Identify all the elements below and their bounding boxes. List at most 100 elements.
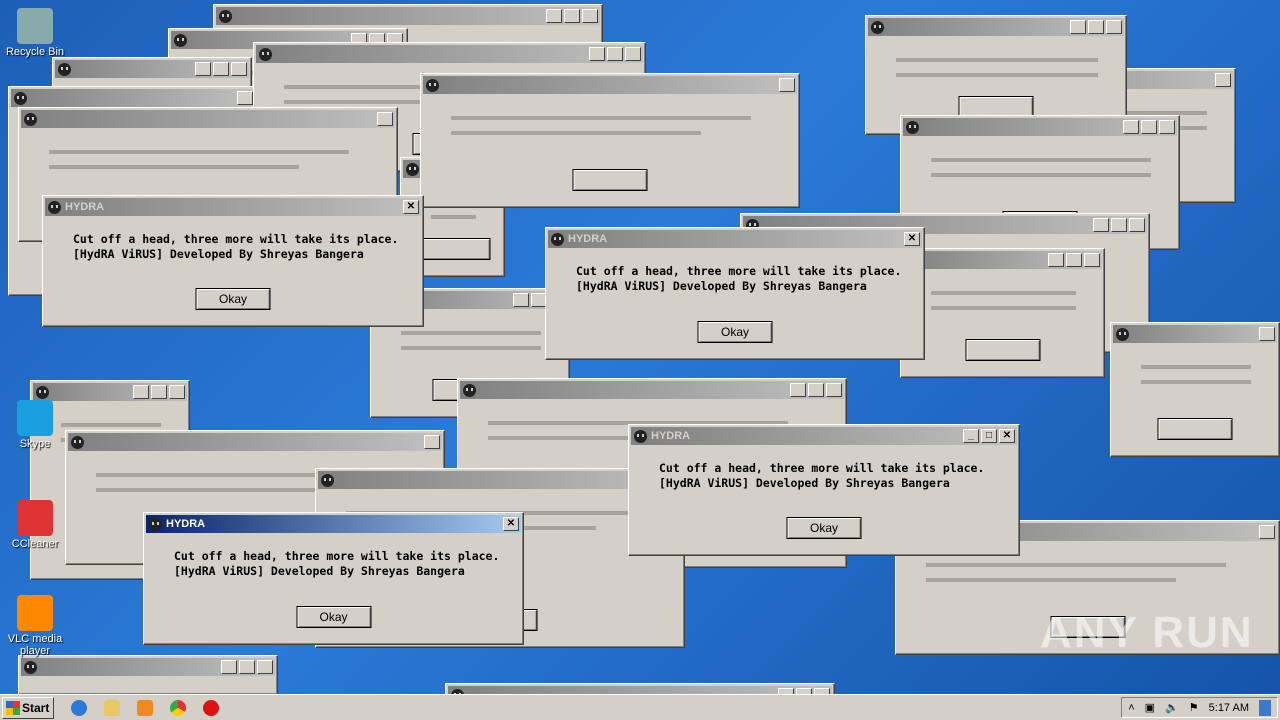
maximize-button[interactable]	[1141, 120, 1157, 134]
okay-button[interactable]: Okay	[697, 321, 773, 343]
file-explorer-icon[interactable]	[104, 699, 120, 716]
close-button[interactable]	[1106, 20, 1122, 34]
title-bar[interactable]	[256, 45, 643, 63]
close-button[interactable]	[1215, 73, 1231, 87]
title-bar[interactable]	[21, 658, 275, 676]
minimize-button[interactable]	[133, 385, 149, 399]
minimize-button[interactable]	[1123, 120, 1139, 134]
internet-explorer-icon[interactable]	[71, 699, 87, 716]
minimize-button[interactable]	[195, 62, 211, 76]
chrome-icon[interactable]	[170, 699, 186, 716]
title-bar[interactable]	[1113, 325, 1277, 343]
title-bar[interactable]	[423, 76, 797, 94]
minimize-button[interactable]	[1070, 20, 1086, 34]
title-bar[interactable]	[68, 433, 442, 451]
desktop-icon[interactable]: CCleaner	[0, 500, 70, 550]
hydra-dialog[interactable]: HYDRA_□✕ Cut off a head, three more will…	[628, 424, 1020, 556]
hydra-dialog[interactable]: HYDRA✕ Cut off a head, three more will t…	[545, 227, 925, 360]
title-bar[interactable]: HYDRA✕	[45, 198, 421, 216]
minimize-button[interactable]	[546, 9, 562, 23]
maximize-button[interactable]	[1066, 253, 1082, 267]
okay-button[interactable]	[1157, 418, 1233, 440]
maximize-button[interactable]: □	[981, 429, 997, 443]
title-bar[interactable]	[460, 381, 844, 399]
media-player-icon[interactable]	[137, 699, 153, 716]
start-button[interactable]: Start	[2, 696, 54, 719]
okay-button[interactable]: Okay	[195, 288, 271, 310]
okay-button[interactable]: Okay	[786, 517, 862, 539]
minimize-button[interactable]	[1048, 253, 1064, 267]
close-button[interactable]	[779, 78, 795, 92]
close-button[interactable]: ✕	[503, 517, 519, 531]
skull-icon	[871, 20, 884, 34]
hydra-dialog[interactable]: HYDRA✕ Cut off a head, three more will t…	[42, 195, 424, 327]
title-bar[interactable]: HYDRA✕	[548, 230, 922, 248]
close-button[interactable]	[1259, 327, 1275, 341]
hydra-dialog-frame[interactable]	[420, 73, 800, 208]
minimize-button[interactable]	[589, 47, 605, 61]
message-placeholder	[931, 158, 1151, 162]
close-button[interactable]	[625, 47, 641, 61]
okay-button[interactable]	[965, 339, 1040, 361]
title-bar[interactable]	[55, 60, 249, 78]
minimize-button[interactable]	[790, 383, 806, 397]
title-bar[interactable]	[33, 383, 187, 401]
volume-icon[interactable]: 🔈	[1165, 702, 1179, 714]
close-button[interactable]	[424, 435, 440, 449]
message-placeholder	[49, 150, 349, 154]
minimize-button[interactable]	[513, 293, 529, 307]
desktop-icon[interactable]: Skype	[0, 400, 70, 450]
okay-button[interactable]	[415, 238, 490, 260]
close-button[interactable]	[1129, 218, 1145, 232]
close-button[interactable]	[257, 660, 273, 674]
close-button[interactable]	[826, 383, 842, 397]
hydra-dialog-frame[interactable]	[18, 655, 278, 695]
hydra-dialog[interactable]: HYDRA✕ Cut off a head, three more will t…	[143, 512, 524, 645]
action-center-flag-icon[interactable]: ⚑	[1188, 702, 1199, 714]
title-bar[interactable]	[11, 89, 255, 107]
desktop-icon[interactable]: VLC media player	[0, 595, 70, 657]
title-bar[interactable]	[903, 118, 1177, 136]
close-button[interactable]	[582, 9, 598, 23]
maximize-button[interactable]	[1088, 20, 1104, 34]
okay-button[interactable]	[1050, 616, 1125, 638]
close-button[interactable]	[1159, 120, 1175, 134]
show-desktop-button[interactable]	[1259, 699, 1271, 716]
title-bar[interactable]: HYDRA✕	[146, 515, 521, 533]
title-bar[interactable]	[903, 251, 1102, 269]
minimize-button[interactable]	[221, 660, 237, 674]
message-placeholder	[284, 100, 534, 104]
close-button[interactable]: ✕	[403, 200, 419, 214]
minimize-button[interactable]	[1093, 218, 1109, 232]
close-button[interactable]: ✕	[999, 429, 1015, 443]
title-bar[interactable]	[216, 7, 600, 25]
close-button[interactable]	[377, 112, 393, 126]
close-button[interactable]	[231, 62, 247, 76]
title-bar[interactable]: HYDRA_□✕	[631, 427, 1017, 445]
title-bar[interactable]	[868, 18, 1124, 36]
show-hidden-icon[interactable]: ˄	[1128, 701, 1135, 714]
clock[interactable]: 5:17 AM	[1208, 701, 1249, 714]
close-button[interactable]: ✕	[904, 232, 920, 246]
hydra-dialog-frame[interactable]	[900, 248, 1105, 378]
maximize-button[interactable]	[213, 62, 229, 76]
okay-button[interactable]: Okay	[296, 606, 371, 628]
opera-icon[interactable]	[203, 699, 219, 716]
maximize-button[interactable]	[151, 385, 167, 399]
okay-button[interactable]	[572, 169, 648, 191]
close-button[interactable]	[237, 91, 253, 105]
close-button[interactable]	[1084, 253, 1100, 267]
hydra-dialog-frame[interactable]	[1110, 322, 1280, 457]
minimize-button[interactable]: _	[963, 429, 979, 443]
maximize-button[interactable]	[808, 383, 824, 397]
maximize-button[interactable]	[239, 660, 255, 674]
network-icon[interactable]: ▣	[1144, 702, 1156, 714]
title-bar[interactable]	[21, 110, 395, 128]
maximize-button[interactable]	[564, 9, 580, 23]
maximize-button[interactable]	[1111, 218, 1127, 232]
close-button[interactable]	[1259, 525, 1275, 539]
maximize-button[interactable]	[607, 47, 623, 61]
close-button[interactable]	[169, 385, 185, 399]
desktop-icon[interactable]: Recycle Bin	[0, 8, 70, 58]
message-placeholder	[488, 436, 738, 440]
